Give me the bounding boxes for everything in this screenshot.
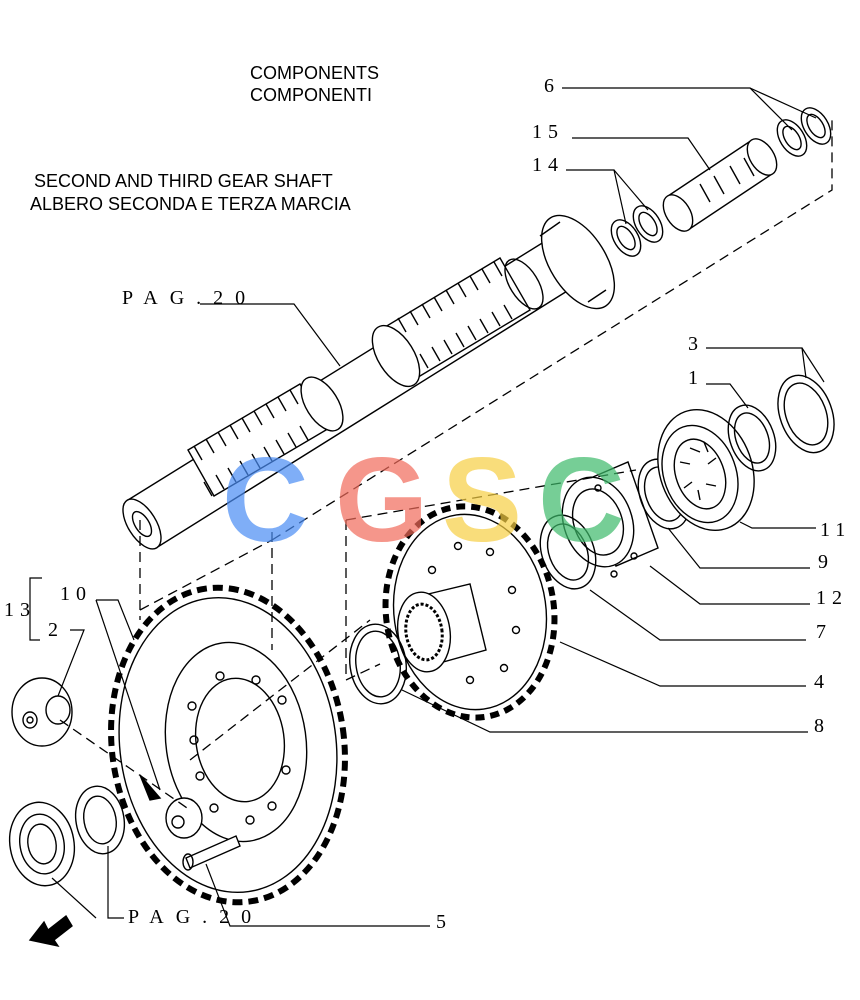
washer-10 <box>12 678 72 746</box>
callout-5: 5 <box>436 911 452 933</box>
watermark-letter-2: G <box>335 433 429 567</box>
callout-7: 7 <box>816 621 832 643</box>
shaft-title-en: SECOND AND THIRD GEAR SHAFT <box>34 171 333 191</box>
watermark-letter-3: S <box>442 433 523 567</box>
ring-8 <box>345 620 412 707</box>
callout-11: 11 <box>820 519 852 541</box>
page-reference-top: PAG.20 <box>122 287 258 309</box>
callout-2: 2 <box>48 619 64 641</box>
components-title-it: COMPONENTI <box>250 85 373 105</box>
callout-10: 10 <box>60 583 92 605</box>
front-arrow-icon <box>30 916 72 946</box>
ring-1 <box>720 399 785 478</box>
watermark-letter-4: C <box>538 433 625 567</box>
callout-4: 4 <box>814 671 830 693</box>
ring-7 <box>531 507 606 596</box>
callout-13: 13 <box>4 599 36 621</box>
components-title-en: COMPONENTS <box>250 63 380 83</box>
bushing-12 <box>550 462 658 577</box>
ring-bottom-left <box>70 782 129 857</box>
ring-6-b <box>795 103 837 150</box>
sleeve-15 <box>657 134 783 237</box>
bolt-5 <box>186 836 240 868</box>
gear-4 <box>372 495 568 728</box>
callout-12: 12 <box>816 587 848 609</box>
callout-14: 14 <box>532 154 564 176</box>
callout-15: 15 <box>532 121 564 143</box>
callout-6: 6 <box>544 75 560 97</box>
callout-3: 3 <box>688 333 704 355</box>
ring-14-a <box>605 215 647 262</box>
large-gear <box>91 572 365 917</box>
gear-shaft <box>115 203 629 555</box>
nut <box>166 798 202 838</box>
callout-9: 9 <box>818 551 834 573</box>
callout-1: 1 <box>688 367 704 389</box>
snap-ring-3 <box>768 368 844 461</box>
shaft-title-it: ALBERO SECONDA E TERZA MARCIA <box>30 194 351 214</box>
watermark-letter-1: C <box>222 433 309 567</box>
callout-8: 8 <box>814 715 830 737</box>
ring-6-a <box>771 115 813 162</box>
page-reference-bottom: PAG.20 <box>128 906 264 928</box>
bearing-bottom-left <box>3 797 81 891</box>
ring-14-b <box>627 201 669 248</box>
